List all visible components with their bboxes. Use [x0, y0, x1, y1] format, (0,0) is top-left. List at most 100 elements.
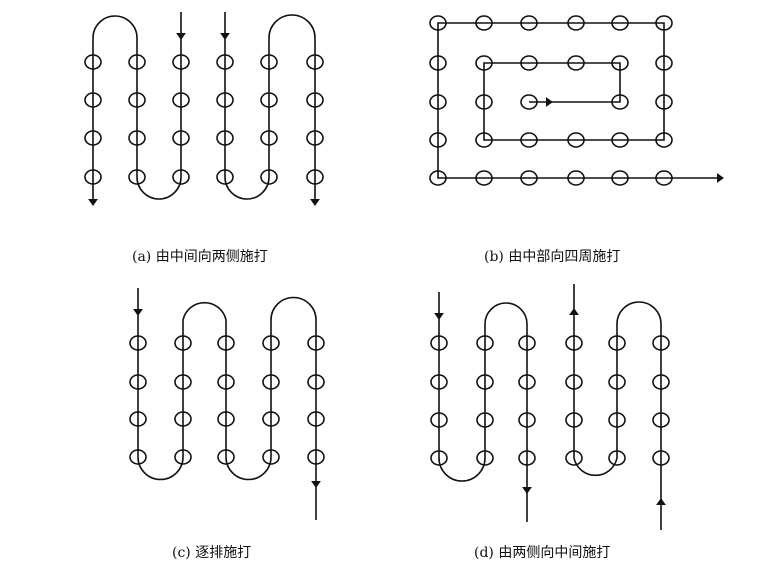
pile-circle-icon	[520, 132, 538, 148]
direction-arrow-icon	[434, 313, 444, 320]
pile-circle-icon	[608, 412, 626, 428]
caption-a: (a) 由中间向两侧施打	[132, 249, 268, 265]
pile-circle-icon	[476, 335, 494, 351]
pile-circle-icon	[128, 130, 146, 146]
pile-circle-icon	[655, 132, 673, 148]
pile-circle-icon	[217, 449, 235, 465]
pile-circle-icon	[567, 55, 585, 71]
pile-circle-icon	[216, 130, 234, 146]
pile-circle-icon	[475, 15, 493, 31]
pile-circle-icon	[611, 15, 629, 31]
pile-circle-icon	[128, 54, 146, 70]
pile-circle-icon	[262, 411, 280, 427]
pile-circle-icon	[172, 169, 190, 185]
panel-d-diagram	[430, 284, 670, 530]
pile-circle-icon	[260, 92, 278, 108]
pile-circle-icon	[306, 54, 324, 70]
pile-circle-icon	[520, 170, 538, 186]
direction-arrow-icon	[220, 33, 230, 40]
pile-circle-icon	[262, 374, 280, 390]
pile-circle-icon	[430, 450, 448, 466]
direction-arrow-icon	[522, 487, 532, 494]
pile-circle-icon	[476, 412, 494, 428]
pile-circle-icon	[306, 169, 324, 185]
pile-circle-icon	[611, 132, 629, 148]
pile-circle-icon	[476, 374, 494, 390]
pile-circle-icon	[475, 55, 493, 71]
pile-circle-icon	[430, 374, 448, 390]
pile-circle-icon	[128, 169, 146, 185]
pile-circle-icon	[430, 412, 448, 428]
pile-circle-icon	[429, 132, 447, 148]
pile-circle-icon	[611, 55, 629, 71]
pile-circle-icon	[307, 449, 325, 465]
pile-circle-icon	[172, 54, 190, 70]
pile-circle-icon	[174, 411, 192, 427]
pile-circle-icon	[652, 335, 670, 351]
pile-circle-icon	[307, 411, 325, 427]
pile-circle-icon	[565, 374, 583, 390]
panel-b-diagram	[429, 15, 724, 186]
caption-b: (b) 由中部向四周施打	[484, 249, 621, 265]
pile-circle-icon	[518, 412, 536, 428]
direction-arrow-icon	[546, 97, 553, 107]
pile-circle-icon	[608, 374, 626, 390]
pile-circle-icon	[174, 449, 192, 465]
pile-circle-icon	[608, 450, 626, 466]
pile-circle-icon	[172, 92, 190, 108]
pile-circle-icon	[429, 94, 447, 110]
pile-circle-icon	[567, 15, 585, 31]
pile-circle-icon	[518, 450, 536, 466]
pile-circle-icon	[652, 450, 670, 466]
pile-circle-icon	[260, 130, 278, 146]
pile-circle-icon	[260, 169, 278, 185]
caption-d: (d) 由两侧向中间施打	[474, 545, 611, 561]
pile-circle-icon	[476, 450, 494, 466]
pile-circle-icon	[475, 94, 493, 110]
direction-arrow-icon	[88, 199, 98, 206]
pile-circle-icon	[84, 92, 102, 108]
pile-circle-icon	[217, 411, 235, 427]
pile-circle-icon	[174, 335, 192, 351]
pile-circle-icon	[652, 412, 670, 428]
pile-circle-icon	[129, 449, 147, 465]
pile-circle-icon	[262, 335, 280, 351]
pile-circle-icon	[565, 335, 583, 351]
direction-arrow-icon	[310, 199, 320, 206]
panel-a-diagram	[84, 12, 324, 206]
pile-circle-icon	[84, 54, 102, 70]
pile-circle-icon	[430, 335, 448, 351]
pile-circle-icon	[429, 15, 447, 31]
pile-circle-icon	[306, 130, 324, 146]
driving-sequence-path	[437, 22, 722, 179]
pile-circle-icon	[128, 92, 146, 108]
pile-circle-icon	[655, 15, 673, 31]
pile-circle-icon	[655, 94, 673, 110]
pile-circle-icon	[216, 169, 234, 185]
pile-circle-icon	[518, 335, 536, 351]
direction-arrow-icon	[717, 173, 724, 183]
pile-circle-icon	[129, 335, 147, 351]
driving-sequence-path	[438, 292, 528, 522]
pile-circle-icon	[172, 130, 190, 146]
pile-circle-icon	[129, 374, 147, 390]
pile-circle-icon	[655, 170, 673, 186]
pile-circle-icon	[608, 335, 626, 351]
pile-circle-icon	[174, 374, 192, 390]
pile-circle-icon	[652, 374, 670, 390]
direction-arrow-icon	[176, 33, 186, 40]
pile-circle-icon	[429, 170, 447, 186]
driving-sequence-path	[573, 284, 662, 530]
caption-c: (c) 逐排施打	[172, 545, 252, 561]
pile-circle-icon	[565, 450, 583, 466]
pile-circle-icon	[518, 374, 536, 390]
pile-circle-icon	[262, 449, 280, 465]
driving-sequence-path	[137, 288, 317, 520]
pile-circle-icon	[475, 132, 493, 148]
pile-circle-icon	[84, 169, 102, 185]
direction-arrow-icon	[656, 498, 666, 505]
pile-circle-icon	[611, 170, 629, 186]
pile-circle-icon	[520, 15, 538, 31]
